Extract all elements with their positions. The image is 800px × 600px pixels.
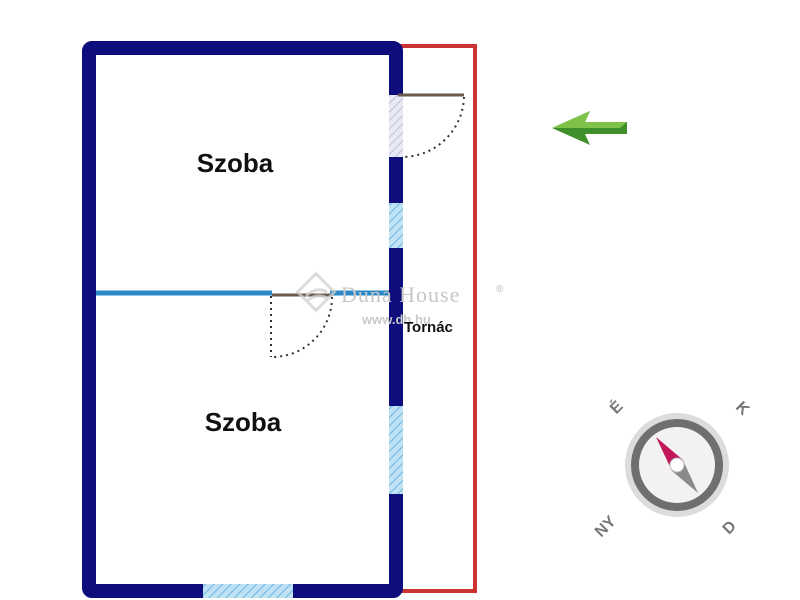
room-label-upper: Szoba bbox=[197, 148, 274, 178]
compass-north: É bbox=[606, 396, 627, 417]
compass-west: NY bbox=[592, 513, 620, 541]
room-label-lower: Szoba bbox=[205, 407, 282, 437]
entrance-door-swing bbox=[401, 96, 465, 158]
watermark-url: www.dh.hu bbox=[361, 312, 431, 327]
window-bottom bbox=[203, 584, 293, 598]
watermark-brand: Duna House bbox=[341, 282, 460, 307]
compass-icon: É K D NY bbox=[592, 396, 753, 540]
entrance-door-opening bbox=[389, 95, 403, 157]
arrow-left-icon bbox=[552, 111, 627, 145]
watermark-logo-icon bbox=[295, 271, 337, 313]
watermark-reg: ® bbox=[496, 284, 504, 295]
watermark: Duna House ® www.dh.hu bbox=[295, 271, 504, 327]
compass-south: D bbox=[720, 518, 740, 538]
interior-door-swing bbox=[271, 296, 333, 358]
porch-label: Tornác bbox=[404, 319, 453, 336]
compass-east: K bbox=[732, 399, 753, 420]
window-upper bbox=[389, 203, 403, 248]
window-lower bbox=[389, 406, 403, 494]
exterior-wall bbox=[82, 41, 403, 598]
